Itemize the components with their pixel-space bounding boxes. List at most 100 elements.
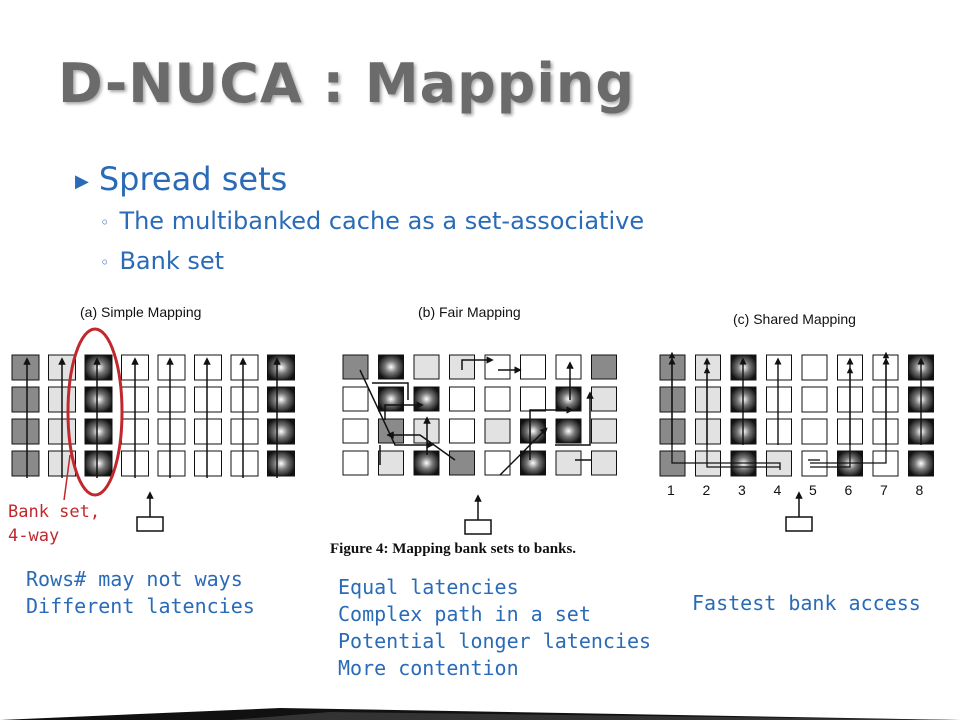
sub-bullet-text: The multibanked cache as a set-associati… bbox=[119, 207, 645, 235]
highlighted-bank bbox=[520, 450, 546, 476]
panel-title-fair: (b) Fair Mapping bbox=[418, 304, 521, 320]
cache-bank bbox=[591, 354, 617, 380]
note-line: Potential longer latencies bbox=[338, 629, 652, 653]
cache-bank bbox=[484, 354, 511, 380]
cache-bank bbox=[449, 354, 475, 380]
cache-bank bbox=[801, 354, 828, 381]
cache-bank bbox=[11, 418, 40, 445]
cache-bank bbox=[591, 450, 617, 476]
figure-caption: Figure 4: Mapping bank sets to banks. bbox=[330, 541, 576, 557]
highlighted-bank bbox=[267, 450, 295, 477]
simple-mapping-notes: Rows# may not ways Different latencies bbox=[16, 566, 256, 631]
cache-bank bbox=[520, 386, 546, 412]
cache-bank bbox=[230, 354, 259, 381]
highlighted-bank bbox=[520, 418, 546, 444]
sub-bullet-bank-set: ◦Bank set bbox=[100, 247, 224, 275]
cache-bank bbox=[801, 418, 828, 445]
column-number: 2 bbox=[703, 482, 711, 498]
highlighted-bank bbox=[267, 418, 295, 445]
cache-bank bbox=[413, 354, 440, 380]
cache-bank bbox=[230, 386, 259, 413]
shared-mapping-notes: Fastest bank access bbox=[692, 590, 921, 617]
cache-bank bbox=[157, 450, 186, 477]
cache-bank bbox=[194, 386, 222, 413]
column-number: 3 bbox=[738, 482, 746, 498]
note-line: Equal latencies bbox=[338, 575, 519, 599]
cache-bank bbox=[194, 354, 222, 381]
bullet-spread-sets: ▶ Spread sets bbox=[75, 160, 287, 198]
highlighted-bank bbox=[555, 386, 582, 412]
note-line: Fastest bank access bbox=[692, 591, 921, 615]
grid-shared-mapping bbox=[659, 354, 934, 477]
sub-bullet-text: Bank set bbox=[119, 247, 225, 275]
triangle-right-icon: ▶ bbox=[75, 170, 89, 192]
grid-simple-mapping bbox=[11, 354, 295, 478]
note-line: Different latencies bbox=[26, 594, 255, 618]
column-number: 7 bbox=[880, 482, 888, 498]
panel-title-simple: (a) Simple Mapping bbox=[80, 304, 201, 320]
bank-set-label-line: 4-way bbox=[8, 526, 60, 546]
note-line: More contention bbox=[338, 656, 519, 680]
mapping-figure: (a) Simple Mapping (b) Fair Mapping (c) … bbox=[11, 304, 934, 557]
cache-bank bbox=[157, 386, 186, 413]
shared-mapping-paths bbox=[668, 351, 890, 470]
cache-bank bbox=[695, 418, 721, 445]
note-line: Complex path in a set bbox=[338, 602, 591, 626]
bank-set-highlight bbox=[66, 327, 124, 497]
column-numbers: 1 2 3 4 5 6 7 8 bbox=[667, 482, 924, 498]
cache-bank bbox=[449, 386, 475, 412]
column-number: 4 bbox=[774, 482, 782, 498]
cache-bank bbox=[449, 450, 475, 476]
cache-bank bbox=[157, 354, 186, 381]
cache-bank bbox=[801, 386, 828, 413]
cache-bank bbox=[378, 418, 404, 444]
highlighted-bank bbox=[378, 354, 404, 380]
cache-bank bbox=[591, 386, 617, 412]
cache-bank bbox=[484, 450, 511, 476]
column-number: 6 bbox=[845, 482, 853, 498]
highlighted-bank bbox=[413, 386, 440, 412]
sub-bullet-set-associative: ◦ The multibanked cache as a set-associat… bbox=[100, 207, 644, 235]
cache-bank bbox=[695, 386, 721, 413]
column-number: 8 bbox=[916, 482, 924, 498]
cache-bank bbox=[591, 418, 617, 444]
grid-fair-mapping bbox=[342, 354, 617, 476]
highlighted-bank bbox=[555, 418, 582, 444]
cache-bank bbox=[230, 418, 259, 445]
cache-bank bbox=[157, 418, 186, 445]
cache-bank bbox=[194, 418, 222, 445]
cache-bank bbox=[695, 354, 721, 381]
note-line: Rows# may not ways bbox=[26, 567, 243, 591]
bullet-text: Spread sets bbox=[98, 160, 288, 198]
highlighted-bank bbox=[84, 386, 113, 413]
cache-bank bbox=[11, 354, 40, 381]
cache-bank bbox=[766, 386, 792, 413]
cache-bank bbox=[484, 386, 511, 412]
cache-bank bbox=[230, 450, 259, 477]
column-number: 5 bbox=[809, 482, 817, 498]
cache-bank bbox=[342, 450, 369, 476]
highlighted-bank bbox=[267, 386, 295, 413]
cache-bank bbox=[484, 418, 511, 444]
bank-set-pointer bbox=[62, 454, 71, 509]
ring-bullet-icon: ◦ bbox=[100, 212, 110, 232]
panel-title-shared: (c) Shared Mapping bbox=[733, 311, 856, 327]
cache-bank bbox=[555, 450, 582, 476]
highlighted-bank bbox=[267, 354, 295, 381]
cache-bank bbox=[449, 418, 475, 444]
cache-bank bbox=[766, 354, 792, 381]
slide-footer-decoration bbox=[0, 708, 960, 720]
cache-bank bbox=[342, 386, 369, 412]
highlighted-bank bbox=[84, 450, 113, 477]
bank-set-label: Bank set, 4-way bbox=[8, 500, 101, 548]
slide-title: D-NUCA : Mapping bbox=[58, 52, 635, 115]
request-ports bbox=[136, 491, 813, 535]
highlighted-bank bbox=[908, 450, 934, 477]
bank-set-label-line: Bank set, bbox=[8, 502, 101, 522]
cache-bank bbox=[555, 354, 582, 380]
cache-bank bbox=[520, 354, 546, 380]
cache-bank bbox=[342, 354, 369, 380]
column-number: 1 bbox=[667, 482, 675, 498]
cache-bank bbox=[378, 450, 404, 476]
